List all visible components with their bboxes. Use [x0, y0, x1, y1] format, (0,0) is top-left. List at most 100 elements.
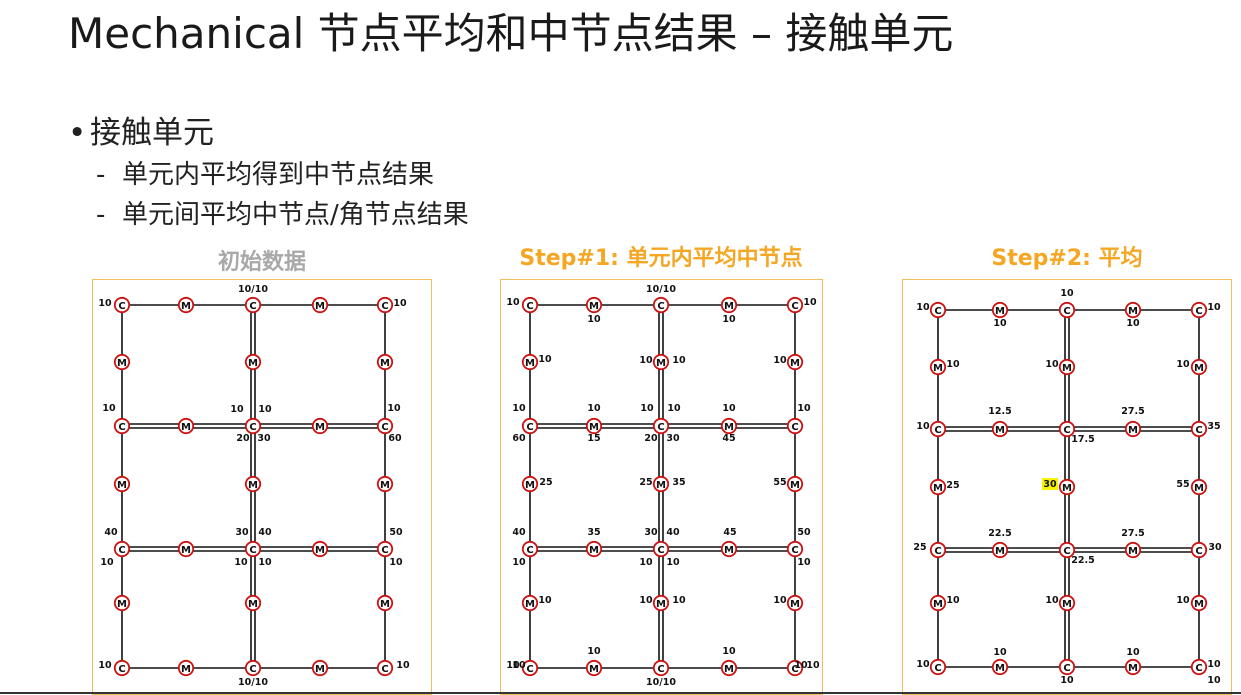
mid-node-letter: M — [117, 480, 127, 491]
corner-node — [929, 658, 947, 676]
corner-node — [113, 540, 131, 558]
corner-node-letter: C — [934, 663, 941, 674]
corner-node — [929, 420, 947, 438]
node-value-label: 10 — [773, 355, 787, 366]
node-value-label: 55 — [773, 477, 786, 488]
node-value-label: 10 — [1126, 647, 1140, 658]
mid-node — [786, 353, 804, 371]
corner-node — [652, 417, 670, 435]
node-value-label: 15 — [587, 433, 600, 444]
mid-node — [786, 475, 804, 493]
mid-node — [652, 594, 670, 612]
corner-node — [113, 296, 131, 314]
mid-node — [991, 658, 1009, 676]
mid-node-letter: M — [1128, 425, 1138, 436]
corner-node — [652, 540, 670, 558]
node-value-label: 17.5 — [1071, 434, 1094, 445]
mid-node — [311, 296, 329, 314]
node-value-label: 10 — [1060, 288, 1074, 299]
corner-node-letter: C — [249, 422, 256, 433]
mid-node-letter: M — [724, 422, 734, 433]
corner-node-letter: C — [657, 422, 664, 433]
node-value-label: 10 — [946, 359, 960, 370]
mid-node — [929, 358, 947, 376]
mid-node — [1190, 594, 1208, 612]
corner-node — [521, 540, 539, 558]
node-value-label: 10 — [506, 297, 520, 308]
corner-node — [521, 659, 539, 677]
node-value-label: 30 — [644, 527, 658, 538]
mid-node — [521, 594, 539, 612]
corner-node-letter: C — [791, 664, 798, 675]
corner-node-letter: C — [381, 301, 388, 312]
corner-node-letter: C — [657, 301, 664, 312]
bullet-dot: • — [68, 115, 87, 151]
node-value-label: 10 — [393, 298, 407, 309]
mid-node-letter: M — [790, 599, 800, 610]
mid-node-letter: M — [656, 599, 666, 610]
mid-node — [1124, 420, 1142, 438]
mid-node-letter: M — [724, 301, 734, 312]
corner-node-letter: C — [1195, 546, 1202, 557]
node-value-label: 10 — [639, 355, 653, 366]
corner-node-letter: C — [791, 301, 798, 312]
node-value-label: 10 — [587, 403, 601, 414]
corner-node — [786, 296, 804, 314]
node-value-label: 10 — [1045, 359, 1059, 370]
mid-node-letter: M — [933, 483, 943, 494]
node-value-label: 10 — [100, 557, 114, 568]
corner-node-letter: C — [934, 546, 941, 557]
mid-node — [376, 475, 394, 493]
mid-node — [376, 353, 394, 371]
mid-node — [720, 296, 738, 314]
mid-node — [652, 353, 670, 371]
mid-node-letter: M — [1128, 663, 1138, 674]
node-value-label: 10 — [538, 354, 552, 365]
node-value-label: 22.5 — [1071, 555, 1094, 566]
mid-node — [113, 594, 131, 612]
mid-node-letter: M — [315, 422, 325, 433]
corner-node — [1190, 658, 1208, 676]
node-value-label: 10 — [639, 595, 653, 606]
node-value-label: 10 — [722, 403, 736, 414]
mid-node — [244, 353, 262, 371]
mid-node-letter: M — [181, 664, 191, 675]
corner-node-letter: C — [1195, 663, 1202, 674]
mid-node-letter: M — [1194, 599, 1204, 610]
node-value-label: 10/10 — [646, 284, 676, 295]
mid-node-letter: M — [380, 480, 390, 491]
node-value-label: 35 — [1207, 421, 1220, 432]
mid-node — [1058, 358, 1076, 376]
mid-node-letter: M — [589, 422, 599, 433]
corner-node — [786, 417, 804, 435]
node-value-label: 10 — [1176, 595, 1190, 606]
corner-node-letter: C — [381, 545, 388, 556]
node-value-label: 55 — [1176, 479, 1189, 490]
corner-node-letter: C — [526, 422, 533, 433]
node-value-label: 60 — [512, 433, 526, 444]
corner-node — [521, 417, 539, 435]
corner-node — [1190, 541, 1208, 559]
corner-node — [1058, 420, 1076, 438]
mid-node-letter: M — [248, 480, 258, 491]
node-value-label: 10 — [916, 421, 930, 432]
corner-node-letter: C — [249, 545, 256, 556]
mid-node — [113, 475, 131, 493]
node-value-label: 10 — [1176, 359, 1190, 370]
corner-node — [113, 659, 131, 677]
node-value-label: 10 — [794, 660, 808, 671]
dash-2: - — [96, 200, 106, 230]
panel-title-step1: Step#1: 单元内平均中节点 — [519, 246, 803, 271]
node-value-label: 25 — [539, 477, 552, 488]
footer-line — [0, 692, 1241, 694]
mid-node-letter: M — [525, 480, 535, 491]
sub-item-2: -单元间平均中节点/角节点结果 — [96, 198, 469, 232]
corner-node-letter: C — [526, 545, 533, 556]
mid-node-letter: M — [933, 599, 943, 610]
corner-node — [652, 296, 670, 314]
mid-node-letter: M — [380, 358, 390, 369]
node-value-label: 60 — [388, 433, 402, 444]
